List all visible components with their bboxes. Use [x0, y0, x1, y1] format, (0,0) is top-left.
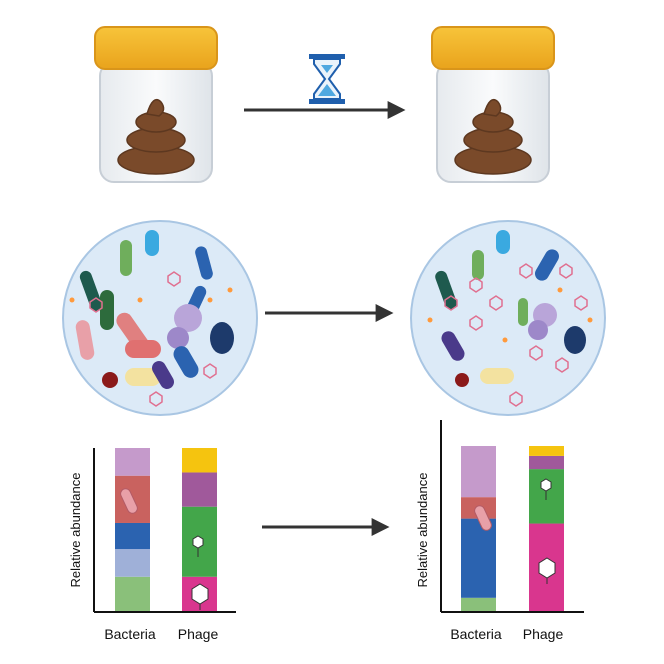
hourglass-icon	[309, 54, 345, 104]
bar-segment-bacteria-0	[115, 576, 150, 611]
microbial-community-after	[410, 220, 606, 416]
bar-segment-bacteria-4	[115, 448, 150, 476]
phage-icon	[191, 583, 209, 610]
poop-icon	[454, 99, 532, 175]
phage-icon	[540, 478, 552, 500]
sample-jar-after	[431, 26, 555, 183]
abundance-chart-after: Relative abundance Bacteria Phage	[415, 420, 584, 642]
bar-segment-phage-2	[529, 455, 564, 470]
y-axis-title: Relative abundance	[68, 473, 83, 588]
category-label-bacteria: Bacteria	[450, 626, 502, 642]
sample-jar-before	[94, 26, 218, 183]
category-label-phage: Phage	[178, 626, 219, 642]
jar-lid	[431, 26, 555, 70]
bacterium-icon	[120, 488, 138, 514]
microbial-community-before	[62, 220, 258, 416]
bar-segment-bacteria-1	[461, 518, 496, 598]
bar-segment-phage-3	[182, 448, 217, 473]
phage-icon	[192, 535, 204, 557]
y-axis-title: Relative abundance	[415, 473, 430, 588]
bar-segment-phage-2	[182, 472, 217, 507]
stacked-bars-before	[115, 448, 217, 611]
bar-segment-bacteria-0	[461, 597, 496, 611]
bar-segment-bacteria-2	[115, 522, 150, 550]
jar-lid	[94, 26, 218, 70]
phage-icon	[538, 557, 556, 584]
bar-segment-bacteria-3	[461, 446, 496, 498]
bar-segment-bacteria-1	[115, 549, 150, 577]
bar-segment-phage-3	[529, 446, 564, 456]
category-label-phage: Phage	[523, 626, 564, 642]
abundance-chart-before: Relative abundance Bacteria Phage	[68, 448, 236, 642]
category-label-bacteria: Bacteria	[104, 626, 156, 642]
stacked-bars-after	[461, 446, 564, 611]
poop-icon	[117, 99, 195, 175]
bacterium-icon	[474, 505, 492, 531]
